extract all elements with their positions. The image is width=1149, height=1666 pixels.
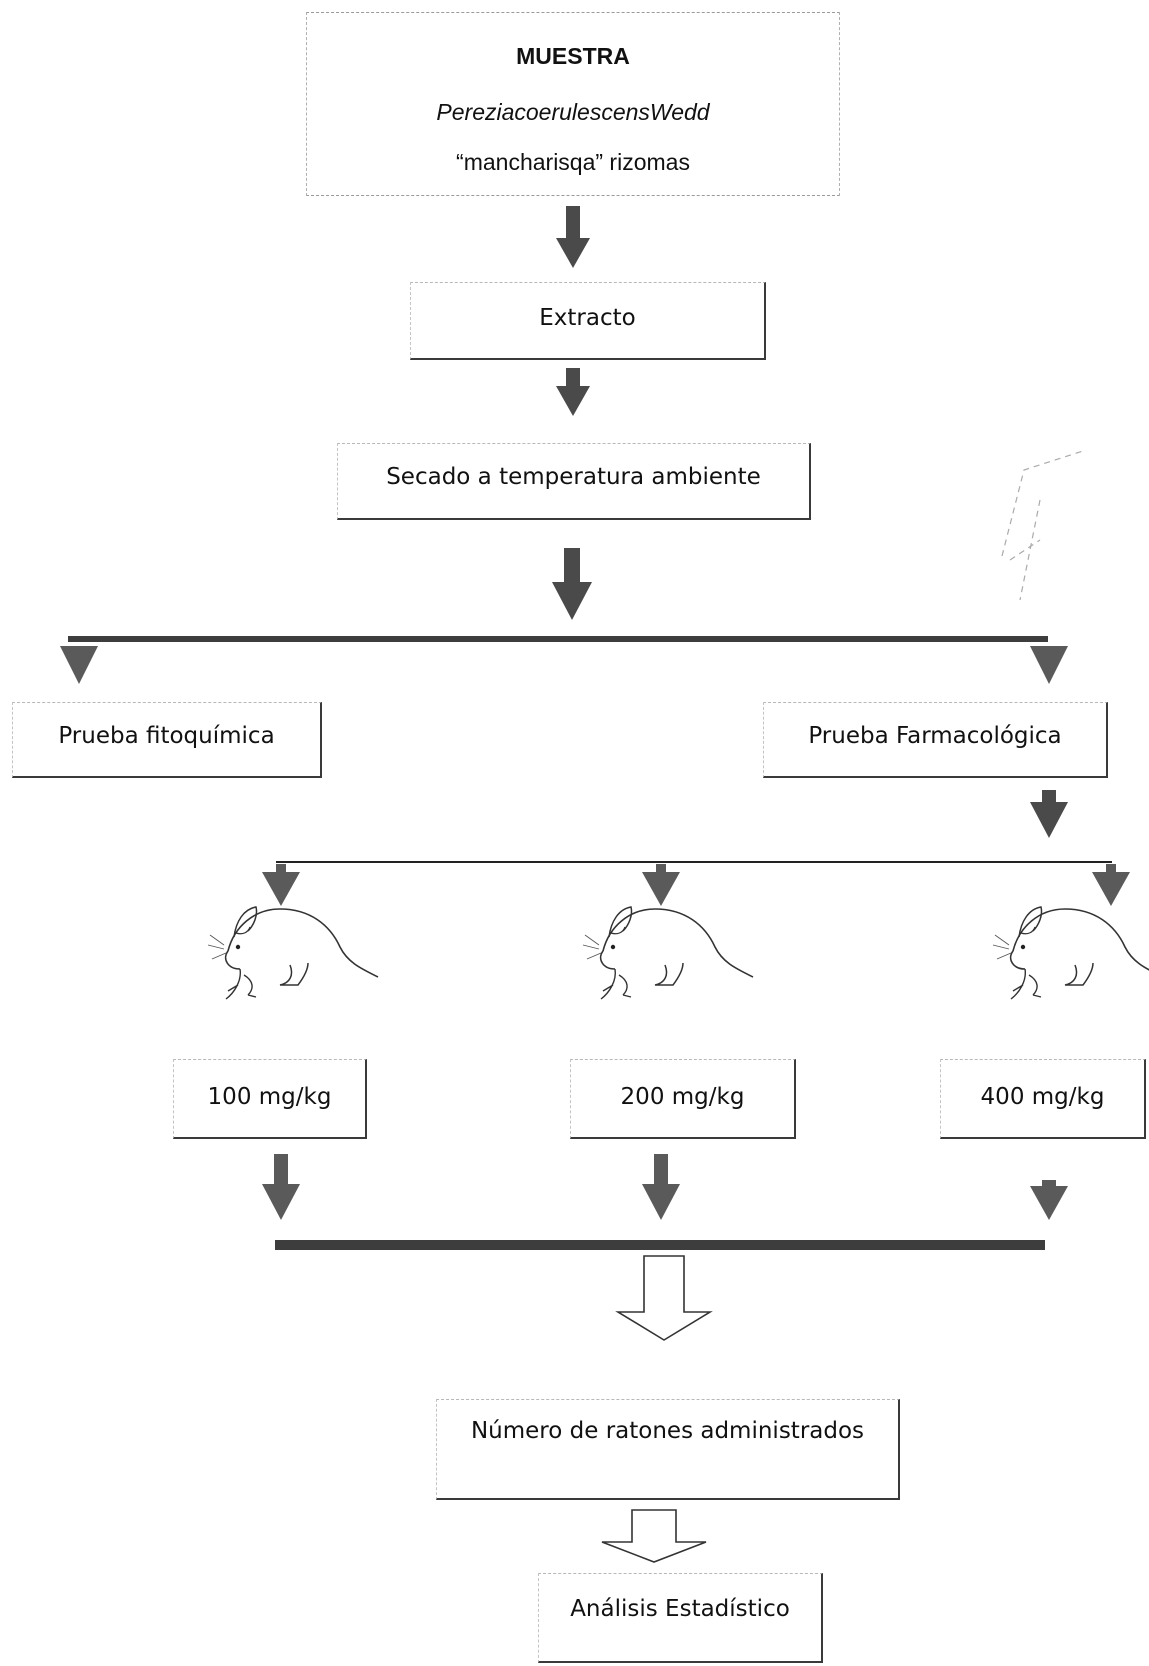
drying-label: Secado a temperatura ambiente xyxy=(386,464,761,490)
phytochemical-test-label: Prueba fitoquímica xyxy=(58,723,275,749)
arrow-to-phytochemical xyxy=(60,646,98,684)
dose-label-200: 200 mg/kg xyxy=(620,1084,745,1110)
pharmacological-test-label: Prueba Farmacológica xyxy=(808,723,1062,749)
dose-box-400: 400 mg/kg xyxy=(940,1059,1146,1139)
phytochemical-test-box: Prueba fitoquímica xyxy=(12,702,322,778)
merge-bar xyxy=(275,1240,1045,1250)
mouse-illustration-2 xyxy=(582,906,754,1000)
split-bar xyxy=(68,636,1048,642)
arrow-to-mouse-2 xyxy=(642,864,680,906)
sample-common-name: “mancharisqa” rizomas xyxy=(456,149,690,175)
arrow-dose-400-to-merge xyxy=(1030,1180,1068,1220)
handwritten-mark xyxy=(1001,449,1087,601)
dose-label-100: 100 mg/kg xyxy=(207,1084,332,1110)
extract-label: Extracto xyxy=(539,305,636,331)
mouse-illustration-1 xyxy=(207,906,379,1000)
arrow-dose-100-to-merge xyxy=(262,1154,300,1220)
statistics-box: Análisis Estadístico xyxy=(538,1573,823,1663)
drying-box: Secado a temperatura ambiente xyxy=(337,443,811,520)
arrow-to-pharmacological xyxy=(1030,646,1068,684)
arrow-extract-to-drying xyxy=(556,368,590,416)
arrow-drying-to-split xyxy=(552,548,592,620)
hollow-arrow-to-count xyxy=(615,1255,713,1341)
arrow-sample-to-extract xyxy=(556,206,590,268)
dose-box-200: 200 mg/kg xyxy=(570,1059,796,1139)
mice-count-label: Número de ratones administrados xyxy=(470,1418,865,1444)
dose-box-100: 100 mg/kg xyxy=(173,1059,367,1139)
mice-count-box: Número de ratones administrados xyxy=(436,1399,900,1500)
hollow-arrow-to-statistics xyxy=(601,1509,707,1563)
sample-title: MUESTRA xyxy=(516,43,630,69)
pharmacological-test-box: Prueba Farmacológica xyxy=(763,702,1108,778)
arrow-dose-200-to-merge xyxy=(642,1154,680,1220)
sample-species: PereziacoerulescensWedd xyxy=(436,99,710,125)
arrow-to-mouse-3 xyxy=(1092,864,1130,906)
extract-box: Extracto xyxy=(410,282,766,360)
arrow-to-mouse-1 xyxy=(262,864,300,906)
sample-box: MUESTRA PereziacoerulescensWedd “manchar… xyxy=(306,12,840,196)
statistics-label: Análisis Estadístico xyxy=(570,1596,790,1622)
mouse-illustration-3 xyxy=(992,906,1149,1000)
arrow-pharmacological-to-doses xyxy=(1030,790,1068,838)
dose-label-400: 400 mg/kg xyxy=(980,1084,1105,1110)
